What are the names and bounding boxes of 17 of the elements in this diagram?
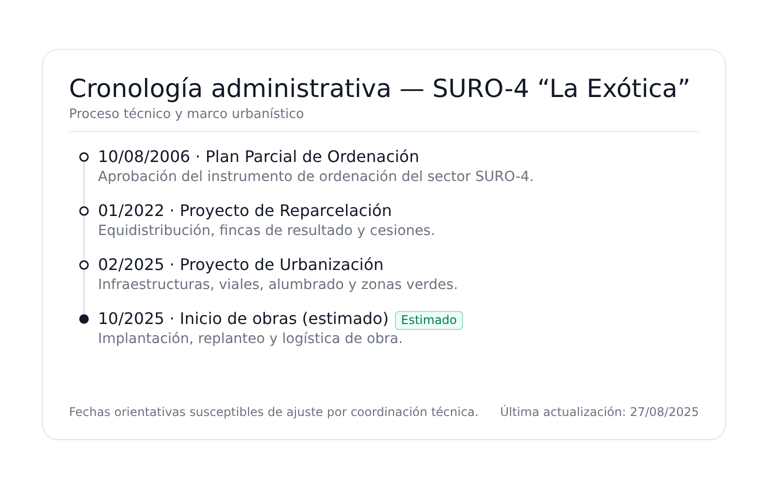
title: Cronología administrativa — SURO-4 “La Exótica” [69,74,690,104]
update-date: Última actualización: 27/08/2025 [500,404,699,420]
timeline-dot [79,206,89,216]
event-title: 01/2022 · Proyecto de Reparcelación [98,201,392,221]
event-title: 10/08/2006 · Plan Parcial de Ordenación [98,147,420,167]
event-title: 02/2025 · Proyecto de Urbanización [98,255,384,275]
status-badge: Estimado [395,310,463,330]
event-description: Equidistribución, fincas de resultado y cesiones. [98,222,436,240]
footnote: Fechas orientativas susceptibles de ajuste por coordinación técnica. [69,404,479,420]
timeline-dot-filled [79,314,89,324]
event-description: Infraestructuras, viales, alumbrado y zonas verdes. [98,276,458,294]
subtitle: Proceso técnico y marco urbanístico [69,107,304,123]
timeline-dot [79,152,89,162]
timeline-dot [79,260,89,270]
event-description: Implantación, replanteo y logística de obra. [98,330,403,348]
event-description: Aprobación del instrumento de ordenación del sector SURO-4. [98,168,534,186]
event-title: 10/2025 · Inicio de obras (estimado) [98,309,389,329]
